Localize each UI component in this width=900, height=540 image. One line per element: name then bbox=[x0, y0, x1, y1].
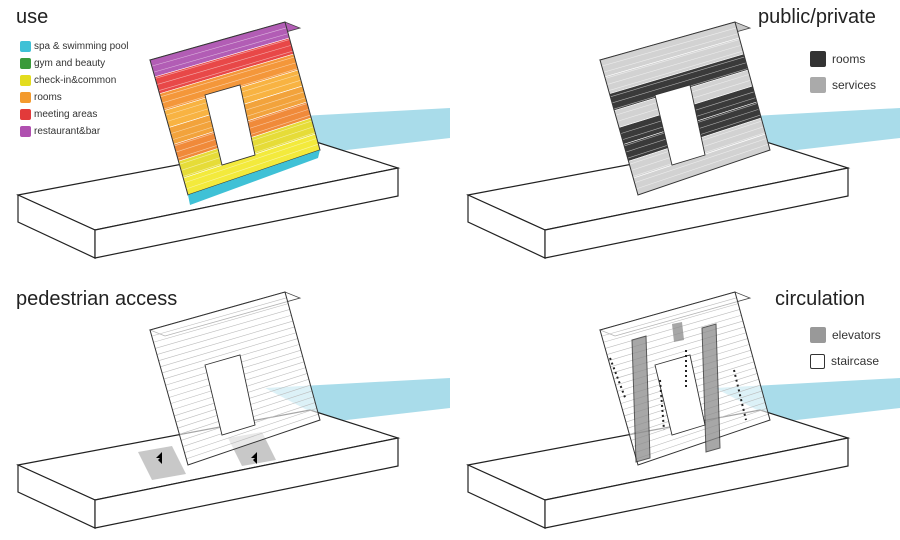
floor-line bbox=[603, 33, 739, 73]
tower-opening bbox=[204, 354, 256, 436]
legend-item-restaurant: restaurant&bar bbox=[20, 123, 128, 140]
floor-line bbox=[608, 50, 744, 91]
panel-pedestrian: pedestrian access bbox=[0, 270, 450, 540]
floor-line bbox=[634, 138, 767, 184]
floor-line bbox=[605, 39, 740, 79]
legend-item-rooms: rooms bbox=[810, 46, 876, 72]
floor-line bbox=[186, 413, 319, 460]
elevator-icon bbox=[810, 327, 826, 343]
floor-line bbox=[636, 143, 769, 190]
pp-legend: rooms services bbox=[810, 46, 876, 98]
public-private-diagram bbox=[466, 21, 900, 259]
panel-public-private: public/private rooms services bbox=[450, 0, 900, 270]
floor-line bbox=[156, 314, 292, 355]
staircase-path bbox=[733, 369, 747, 421]
arrow-icon bbox=[243, 452, 257, 470]
panel-title: use bbox=[16, 6, 49, 28]
floor-line bbox=[603, 303, 739, 343]
meeting-icon bbox=[20, 109, 31, 120]
legend-item-services: services bbox=[810, 72, 876, 98]
floor-line bbox=[184, 408, 317, 454]
panel-title: pedestrian access bbox=[16, 288, 178, 310]
bed-icon bbox=[20, 92, 31, 103]
floor-line bbox=[160, 56, 295, 98]
gym-icon bbox=[20, 58, 31, 69]
floor-line bbox=[606, 44, 742, 85]
plinth-side bbox=[94, 167, 399, 259]
panel-title: circulation bbox=[775, 288, 866, 310]
panel-use: use spa & swimming pool gym and beauty c… bbox=[0, 0, 450, 270]
floor-line bbox=[153, 33, 289, 73]
floor-line bbox=[612, 62, 747, 104]
plinth-side bbox=[544, 437, 849, 529]
colored-tower bbox=[148, 21, 321, 205]
staircase-path bbox=[659, 379, 665, 431]
floor-line bbox=[636, 413, 769, 460]
floor-line bbox=[634, 408, 767, 454]
floor-line bbox=[156, 44, 292, 85]
tower-outline bbox=[599, 21, 771, 196]
fence-icon bbox=[810, 77, 826, 93]
legend-item-spa: spa & swimming pool bbox=[20, 38, 128, 55]
elevator-core bbox=[701, 323, 721, 453]
circulation-diagram bbox=[466, 291, 900, 529]
floor-line bbox=[158, 50, 294, 91]
legend-item-elevators: elevators bbox=[810, 322, 881, 348]
floor-line bbox=[162, 62, 297, 104]
arrow-icon bbox=[148, 452, 162, 470]
swimmer-icon bbox=[20, 41, 31, 52]
floor-line bbox=[605, 309, 740, 349]
use-legend: spa & swimming pool gym and beauty check… bbox=[20, 38, 128, 140]
panel-circulation: circulation elevators staircase bbox=[450, 270, 900, 540]
tower-opening bbox=[204, 84, 256, 166]
circ-legend: elevators staircase bbox=[810, 322, 881, 374]
legend-item-checkin: check-in&common bbox=[20, 72, 128, 89]
tower-outline bbox=[149, 291, 321, 466]
reception-icon bbox=[20, 75, 31, 86]
tower-opening bbox=[654, 84, 706, 166]
plinth-side bbox=[544, 167, 849, 259]
panel-title: public/private bbox=[758, 6, 876, 28]
floor-line bbox=[186, 143, 319, 190]
spa-base bbox=[188, 150, 320, 205]
floor-line bbox=[601, 297, 737, 337]
legend-item-meeting: meeting areas bbox=[20, 106, 128, 123]
legend-item-gym: gym and beauty bbox=[20, 55, 128, 72]
floor-line bbox=[151, 297, 287, 337]
outline-tower bbox=[148, 291, 321, 466]
use-diagram bbox=[16, 21, 450, 259]
person-door-icon bbox=[810, 51, 826, 67]
floor-line bbox=[601, 27, 737, 67]
legend-item-staircase: staircase bbox=[810, 348, 881, 374]
floor-line bbox=[184, 138, 317, 184]
elevator-core bbox=[672, 322, 684, 342]
floor-line bbox=[158, 320, 294, 361]
floor-line bbox=[160, 326, 295, 368]
grey-tower bbox=[598, 21, 771, 196]
tower-outline bbox=[599, 291, 771, 466]
legend-item-rooms: rooms bbox=[20, 89, 128, 106]
floor-line bbox=[155, 39, 290, 79]
floor-line bbox=[610, 56, 745, 98]
floor-line bbox=[162, 332, 297, 374]
floor-line bbox=[155, 309, 290, 349]
elevator-core bbox=[631, 335, 651, 463]
floor-line bbox=[151, 27, 287, 67]
plinth-side bbox=[94, 437, 399, 529]
pedestrian-diagram bbox=[16, 291, 450, 529]
cocktail-icon bbox=[20, 126, 31, 137]
floor-line bbox=[153, 303, 289, 343]
staircase-icon bbox=[810, 353, 825, 369]
